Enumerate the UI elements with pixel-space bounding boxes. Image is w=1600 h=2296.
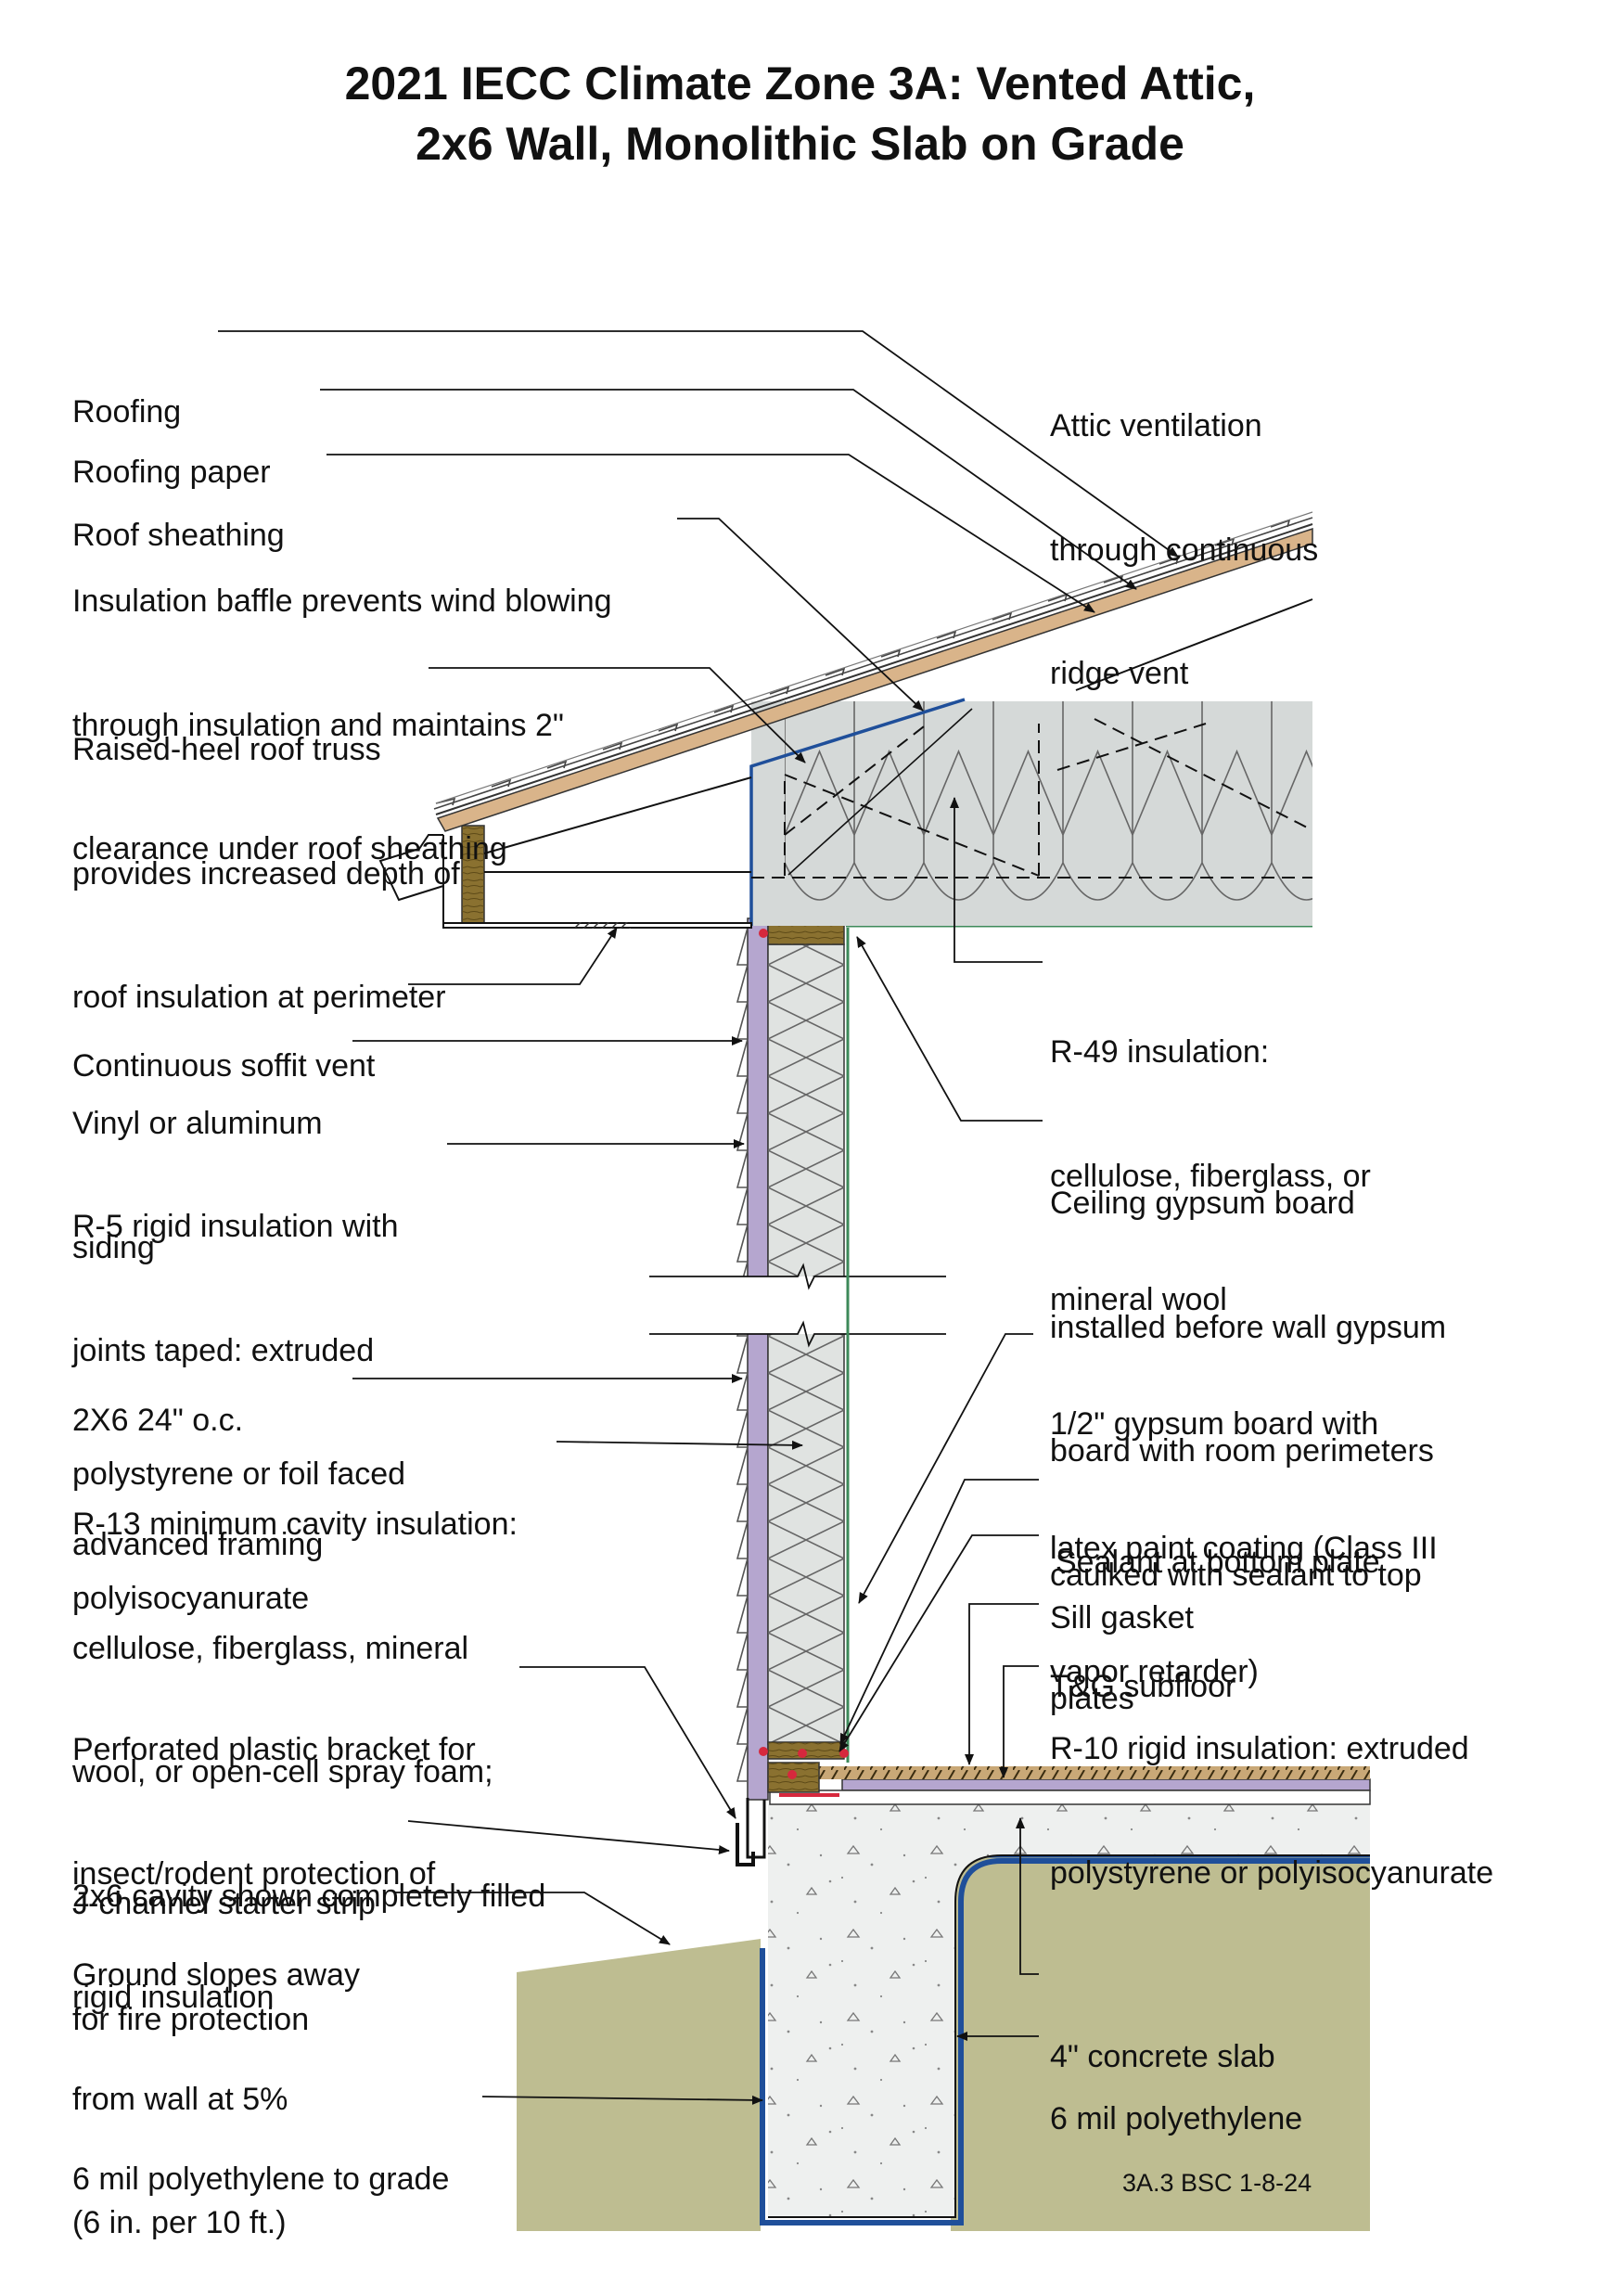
fascia — [378, 834, 444, 923]
title-line-1: 2021 IECC Climate Zone 3A: Vented Attic, — [344, 58, 1256, 109]
label-siding: Vinyl or aluminum siding — [72, 1106, 323, 1265]
truss-bottom-chord — [483, 776, 752, 854]
label-framing: 2X6 24" o.c. advanced framing — [72, 1403, 324, 1562]
label-roofing-paper: Roofing paper — [72, 455, 271, 490]
siding — [736, 927, 749, 1818]
sealant-dot — [759, 929, 768, 938]
label-bracket: Perforated plastic bracket for insect/ro… — [72, 1732, 476, 2015]
label-rigid-r5: R-5 rigid insulation with joints taped: … — [72, 1209, 406, 1616]
label-sealant-bottom: Sealant at bottom plate — [1056, 1545, 1380, 1580]
slab-polyethylene — [760, 1858, 1370, 2225]
leader-lines — [218, 330, 1179, 2105]
label-r49: R-49 insulation: cellulose, fiberglass, … — [1050, 1034, 1371, 1317]
label-soffit-vent: Continuous soffit vent — [72, 1048, 376, 1084]
sealant-dot — [798, 1749, 807, 1758]
label-subfloor: T&G subfloor — [1050, 1669, 1236, 1704]
label-attic-ventilation: Attic ventilation through continuous rid… — [1050, 408, 1319, 691]
label-slab: 4" concrete slab — [1050, 2039, 1275, 2074]
soffit-vent — [575, 922, 631, 929]
label-roof-sheathing: Roof sheathing — [72, 518, 285, 553]
sealant-dot — [787, 1770, 797, 1779]
label-ceiling-gypsum: Ceiling gypsum board installed before wa… — [1050, 1186, 1447, 1716]
plastic-bracket — [746, 1798, 766, 1859]
label-raised-heel-truss: Raised-heel roof truss provides increase… — [72, 732, 460, 1015]
ground — [517, 1853, 1370, 2231]
label-ground-slope: Ground slopes away from wall at 5% (6 in… — [72, 1957, 360, 2240]
drawing-code: 3A.3 BSC 1-8-24 — [1122, 2169, 1312, 2197]
r5-rigid-insulation — [747, 917, 769, 1801]
label-j-channel: J-channel starter strip — [72, 1886, 376, 1921]
label-cavity-r13: R-13 minimum cavity insulation: cellulos… — [72, 1507, 546, 2037]
diagram-title: 2021 IECC Climate Zone 3A: Vented Attic,… — [0, 54, 1600, 174]
label-insulation-baffle: Insulation baffle prevents wind blowing … — [72, 584, 612, 866]
label-r10: R-10 rigid insulation: extruded polystyr… — [1050, 1731, 1494, 1891]
label-roofing: Roofing — [72, 394, 182, 430]
roofing-paper — [435, 523, 1313, 815]
label-poly-grade: 6 mil polyethylene to grade — [72, 2161, 450, 2197]
label-sill-gasket: Sill gasket — [1050, 1600, 1194, 1635]
title-line-2: 2x6 Wall, Monolithic Slab on Grade — [416, 118, 1184, 170]
sealant-dot — [759, 1747, 768, 1756]
label-poly-slab: 6 mil polyethylene — [1050, 2101, 1303, 2136]
label-gypsum-half: 1/2" gypsum board with latex paint coati… — [1050, 1406, 1438, 1689]
